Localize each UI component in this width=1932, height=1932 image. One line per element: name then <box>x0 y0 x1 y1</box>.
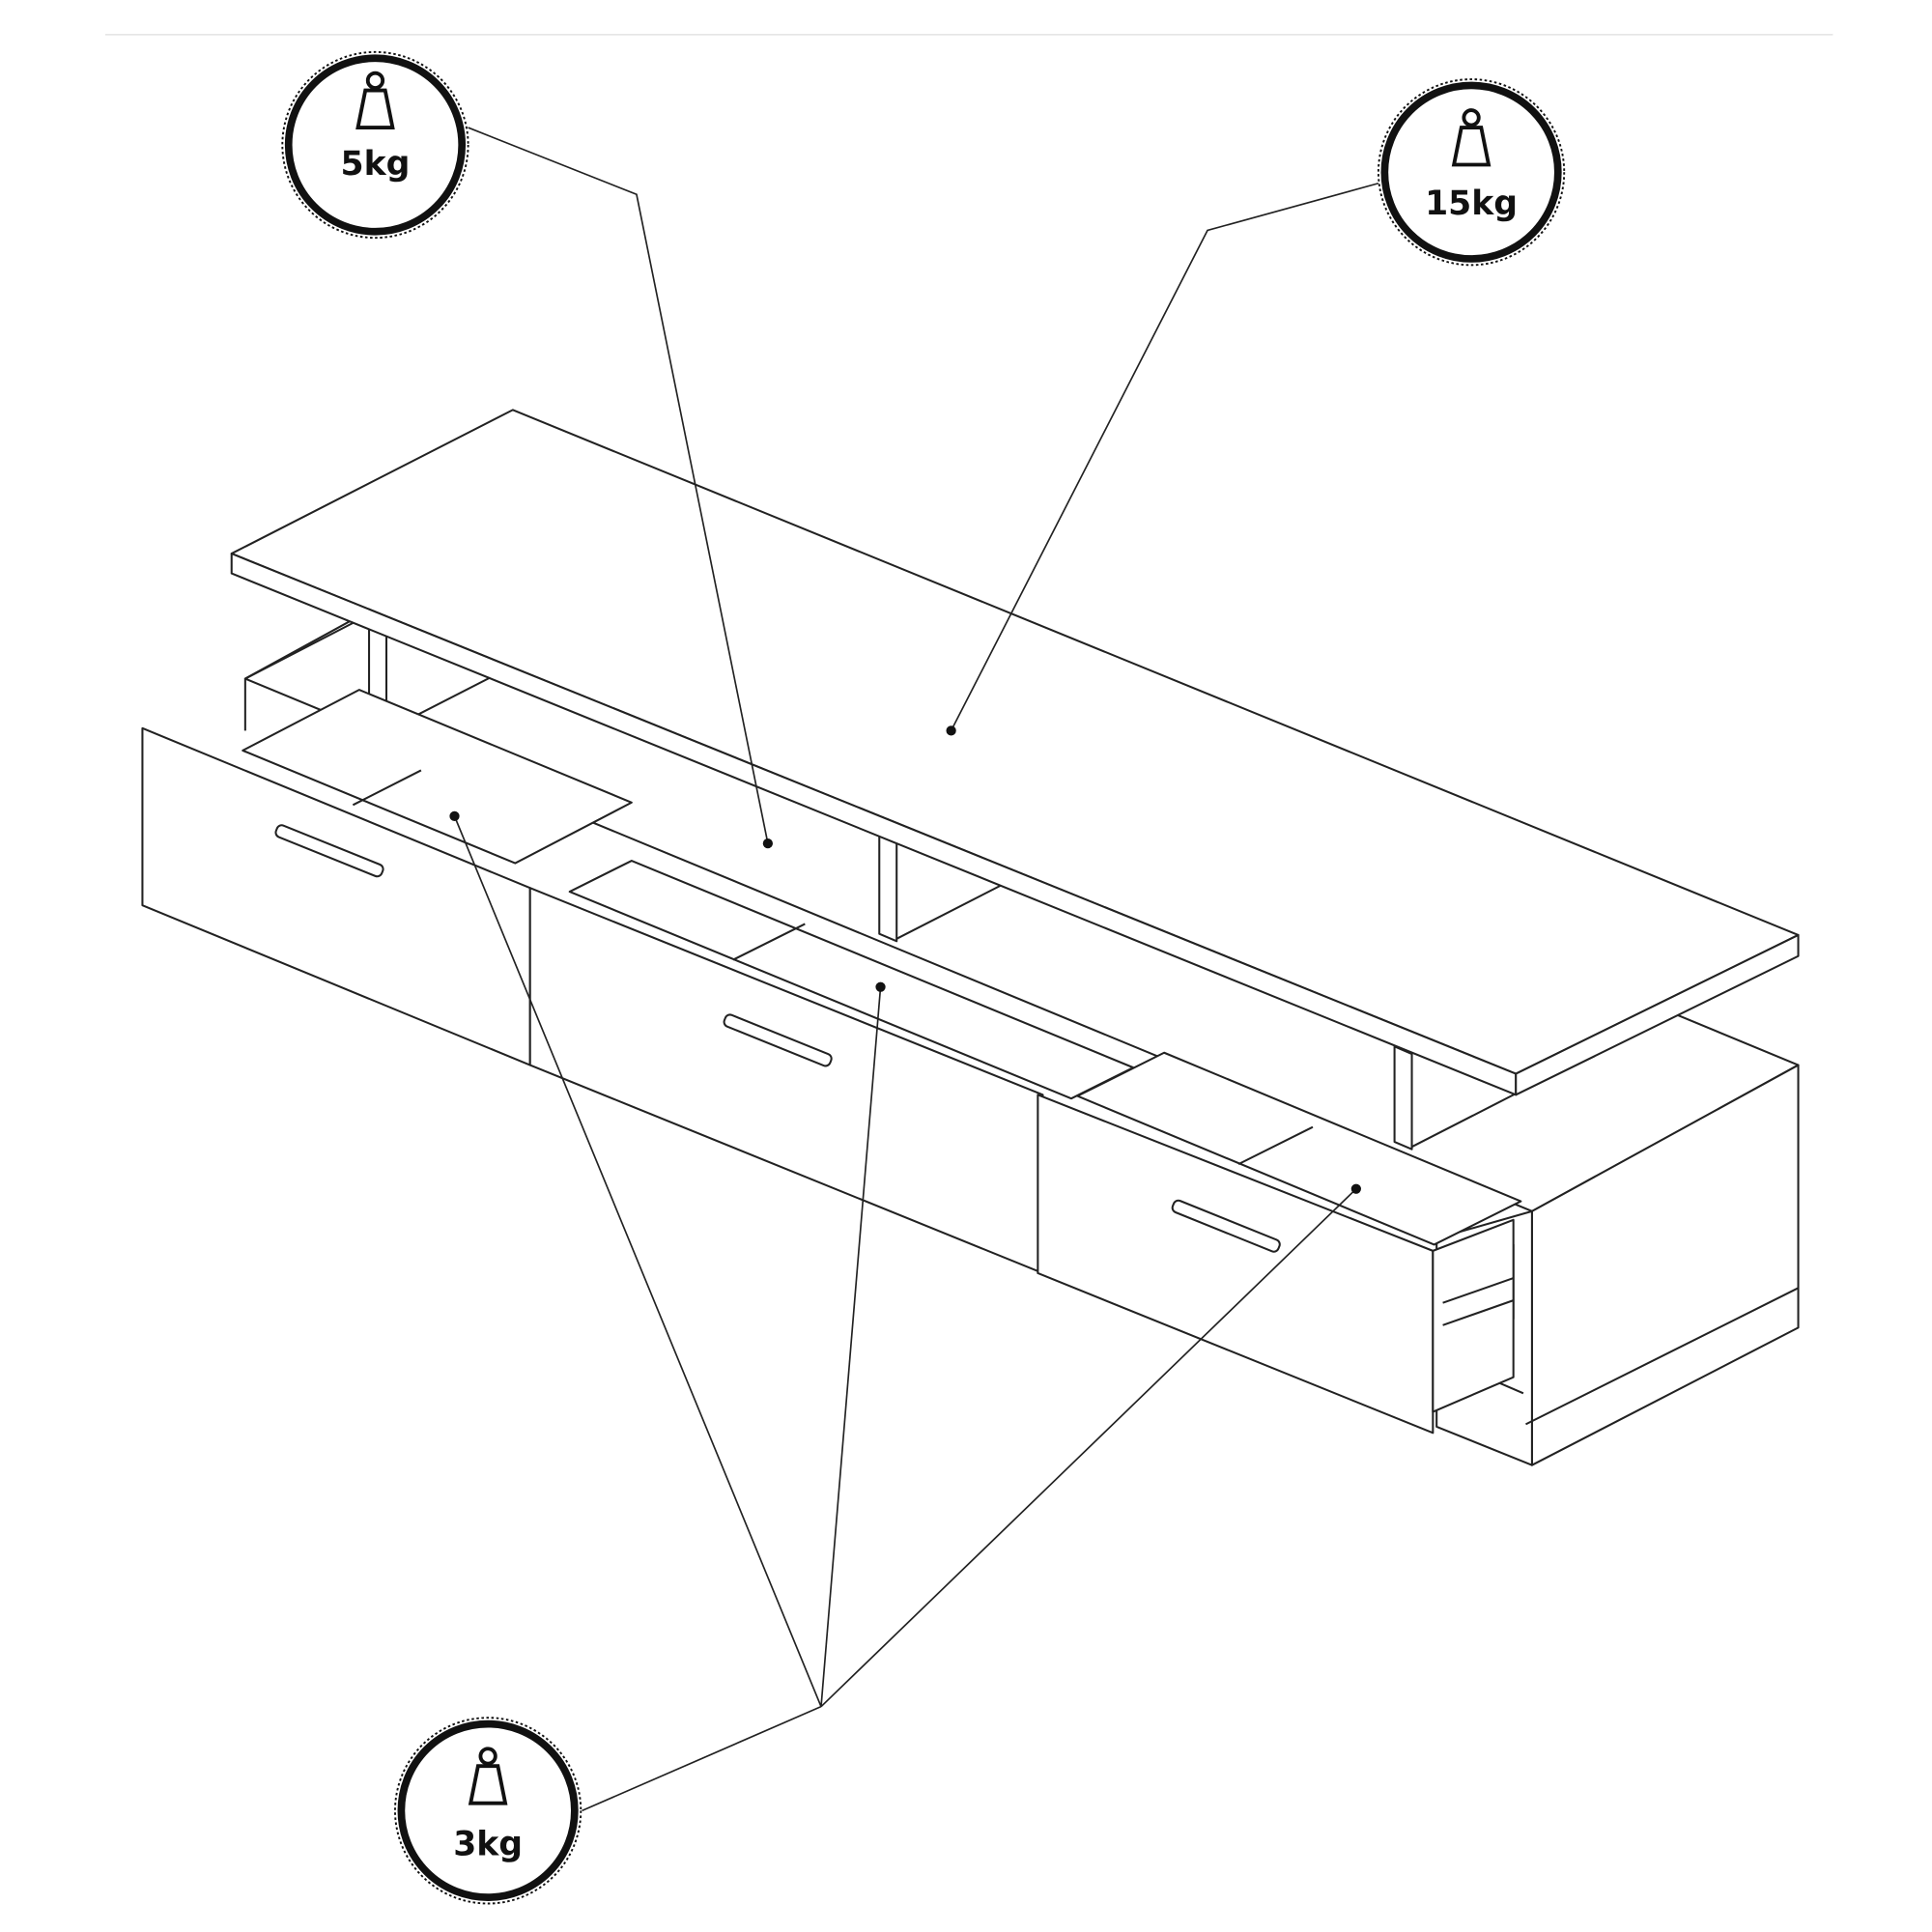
drawer-right <box>1037 1051 1522 1435</box>
load-point <box>1350 1183 1361 1194</box>
weight-icon <box>468 1747 508 1805</box>
top-shelf <box>230 409 1800 1096</box>
drawer-handle[interactable] <box>1171 1199 1281 1253</box>
load-point <box>762 838 773 849</box>
drawer-handle[interactable] <box>723 1013 833 1067</box>
badge-label: 3kg <box>453 1826 523 1864</box>
badge-5kg: 5kg <box>281 50 469 240</box>
drawer-handle[interactable] <box>274 824 384 878</box>
load-point <box>875 981 886 992</box>
weight-icon <box>1451 108 1492 167</box>
leader-lines <box>449 127 1379 1812</box>
drawer-left <box>141 689 633 1066</box>
badge-label: 15kg <box>1425 185 1518 223</box>
badge-label: 5kg <box>341 145 411 184</box>
badge-15kg: 15kg <box>1377 78 1566 267</box>
drawer-middle <box>528 860 1135 1274</box>
weight-icon <box>355 71 395 129</box>
load-point <box>449 810 460 821</box>
load-point <box>946 725 956 736</box>
badge-3kg: 3kg <box>394 1717 582 1905</box>
